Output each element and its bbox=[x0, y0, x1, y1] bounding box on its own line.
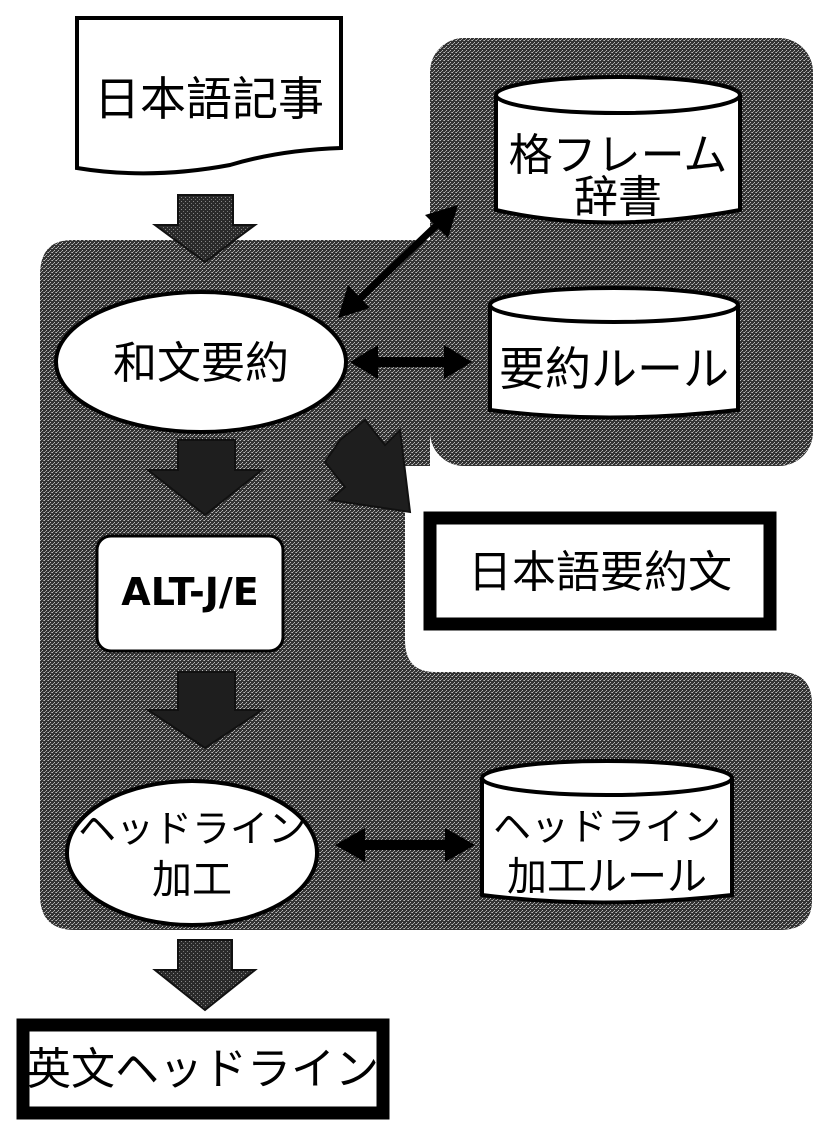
node-translator: ALT-J/E bbox=[95, 534, 285, 653]
headline-proc-line2: 加工 bbox=[152, 857, 232, 903]
arrow-summarize-dict bbox=[338, 205, 458, 318]
database-shape bbox=[480, 778, 734, 905]
node-case-frame-dict: 格フレーム 辞書 bbox=[494, 75, 742, 225]
arrow-summarize-rules bbox=[350, 345, 472, 379]
output-headline-label: 英文ヘッドライン bbox=[27, 1044, 379, 1095]
arrow-summarize-to-output bbox=[323, 418, 412, 514]
arrow-headline-to-output bbox=[152, 939, 258, 1012]
arrow-translator-to-headline bbox=[144, 671, 266, 750]
input-doc-label: 日本語記事 bbox=[94, 72, 324, 126]
ellipse-shape bbox=[54, 290, 348, 434]
database-shape bbox=[494, 95, 742, 225]
node-summarize: 和文要約 bbox=[54, 290, 348, 434]
ellipse-shape bbox=[65, 779, 319, 927]
summarize-label: 和文要約 bbox=[113, 338, 289, 389]
headline-rules-line2: 加工ルール bbox=[507, 854, 707, 900]
node-output-headline: 英文ヘッドライン bbox=[16, 1018, 390, 1120]
arrow-doc-to-summarize bbox=[151, 194, 259, 264]
node-headline-rules: ヘッドライン 加工ルール bbox=[480, 759, 734, 905]
node-summary-rules: 要約ルール bbox=[488, 286, 740, 420]
arrow-summarize-to-translator bbox=[145, 439, 265, 517]
node-input-doc: 日本語記事 bbox=[75, 16, 343, 176]
summary-rules-label: 要約ルール bbox=[499, 342, 729, 396]
arrow-headline-rules bbox=[335, 828, 475, 862]
framed-box-shape bbox=[423, 511, 777, 631]
document-shape bbox=[75, 16, 343, 176]
framed-box-shape bbox=[16, 1018, 390, 1120]
case-frame-dict-line2: 辞書 bbox=[574, 172, 662, 223]
node-summary-output: 日本語要約文 bbox=[423, 511, 777, 631]
rounded-box-shape bbox=[95, 534, 285, 653]
summary-output-label: 日本語要約文 bbox=[468, 547, 732, 598]
case-frame-dict-line1: 格フレーム bbox=[509, 130, 728, 181]
headline-proc-line1: ヘッドライン bbox=[78, 807, 306, 851]
headline-rules-line1: ヘッドライン bbox=[493, 805, 721, 849]
node-headline-proc: ヘッドライン 加工 bbox=[65, 779, 319, 927]
translator-label: ALT-J/E bbox=[121, 570, 258, 614]
database-shape bbox=[488, 305, 740, 420]
